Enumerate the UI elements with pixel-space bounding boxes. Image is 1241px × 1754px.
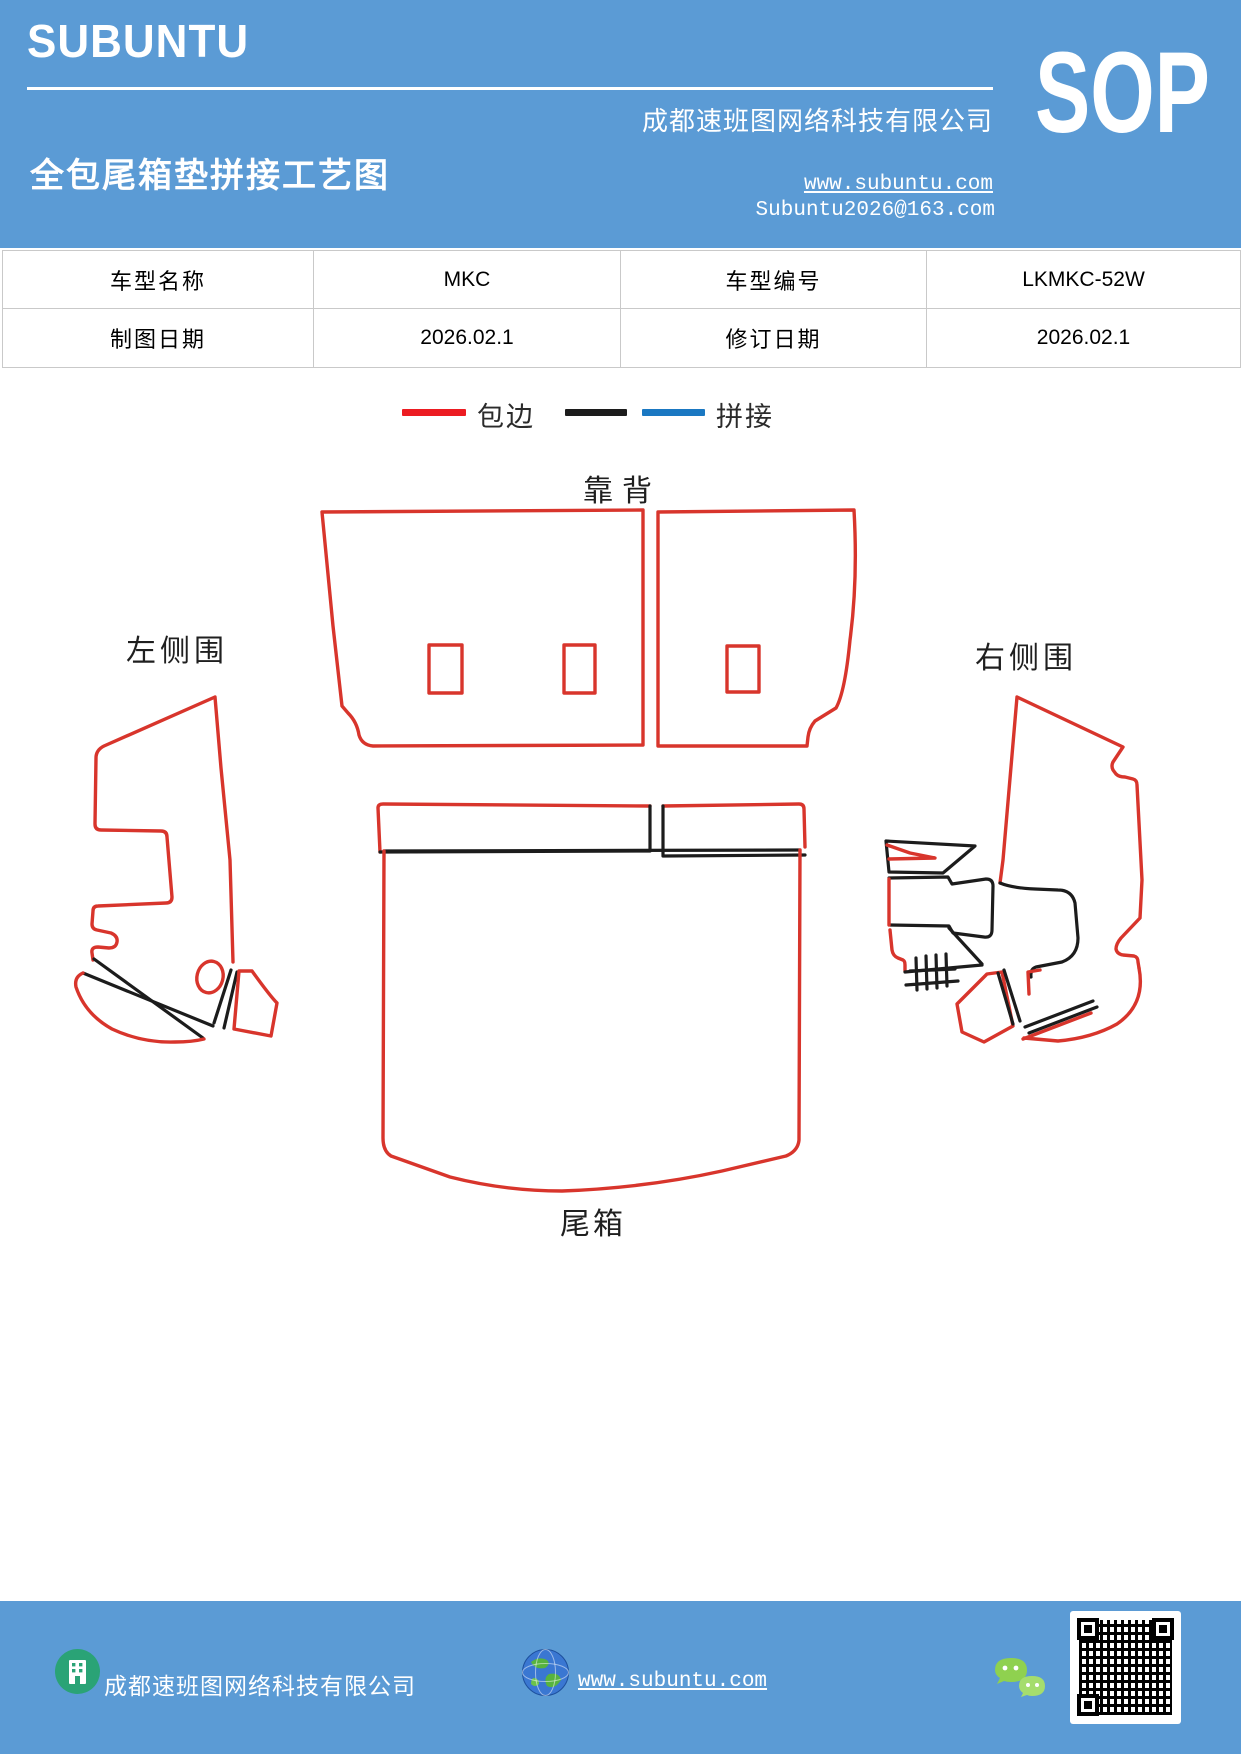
header-banner: SUBUNTU SOP 成都速班图网络科技有限公司 全包尾箱垫拼接工艺图 www…	[0, 0, 1241, 248]
left-side-label: 左侧围	[126, 635, 228, 668]
email-text: Subuntu2026@163.com	[755, 199, 995, 222]
trunk-label: 尾箱	[560, 1208, 626, 1241]
trunk-piece	[381, 848, 802, 1193]
header-divider	[27, 87, 993, 90]
model-name-label: 车型名称	[3, 251, 314, 309]
binding-edge-swatch	[402, 409, 466, 416]
strip-right	[661, 802, 807, 858]
website-link[interactable]: www.subuntu.com	[803, 173, 993, 196]
qr-code	[1070, 1611, 1181, 1724]
splice-label: 拼接	[716, 402, 774, 432]
page-title: 全包尾箱垫拼接工艺图	[30, 157, 390, 195]
right-side-piece	[884, 695, 1144, 1044]
right-side-label: 右侧围	[975, 642, 1077, 675]
draw-date-value: 2026.02.1	[314, 309, 621, 367]
splice-black-swatch	[565, 409, 627, 416]
binding-edge-label: 包边	[477, 402, 535, 432]
revise-date-label: 修订日期	[621, 309, 927, 367]
model-code-value: LKMKC-52W	[927, 251, 1240, 309]
qr-finder-topright	[1152, 1618, 1174, 1640]
draw-date-label: 制图日期	[3, 309, 314, 367]
revise-date-value: 2026.02.1	[1036, 326, 1131, 349]
qr-finder-bottomleft	[1077, 1694, 1099, 1716]
sop-badge: SOP	[1035, 29, 1210, 157]
globe-icon	[522, 1649, 569, 1696]
building-icon	[55, 1649, 100, 1694]
footer-banner: 成都速班图网络科技有限公司 www.subuntu.com	[0, 1601, 1241, 1754]
splice-blue-swatch	[642, 409, 705, 416]
qr-finder-topleft	[1077, 1618, 1099, 1640]
vehicle-info-table: 车型名称 MKC 车型编号 LKMKC-52W 制图日期 2026.02.1 修…	[2, 250, 1241, 368]
left-side-piece	[73, 695, 279, 1044]
wechat-icon	[995, 1658, 1045, 1697]
backrest-right-piece	[656, 508, 858, 748]
footer-website-link[interactable]: www.subuntu.com	[578, 1670, 768, 1693]
backrest-label: 靠背	[583, 475, 661, 508]
footer-company-name: 成都速班图网络科技有限公司	[104, 1674, 416, 1699]
backrest-left-piece	[320, 508, 645, 748]
company-name: 成都速班图网络科技有限公司	[641, 107, 993, 136]
model-code-label: 车型编号	[621, 251, 927, 309]
brand-logo: SUBUNTU	[27, 16, 250, 68]
model-name-value: MKC	[314, 251, 621, 309]
strip-left	[376, 802, 652, 854]
